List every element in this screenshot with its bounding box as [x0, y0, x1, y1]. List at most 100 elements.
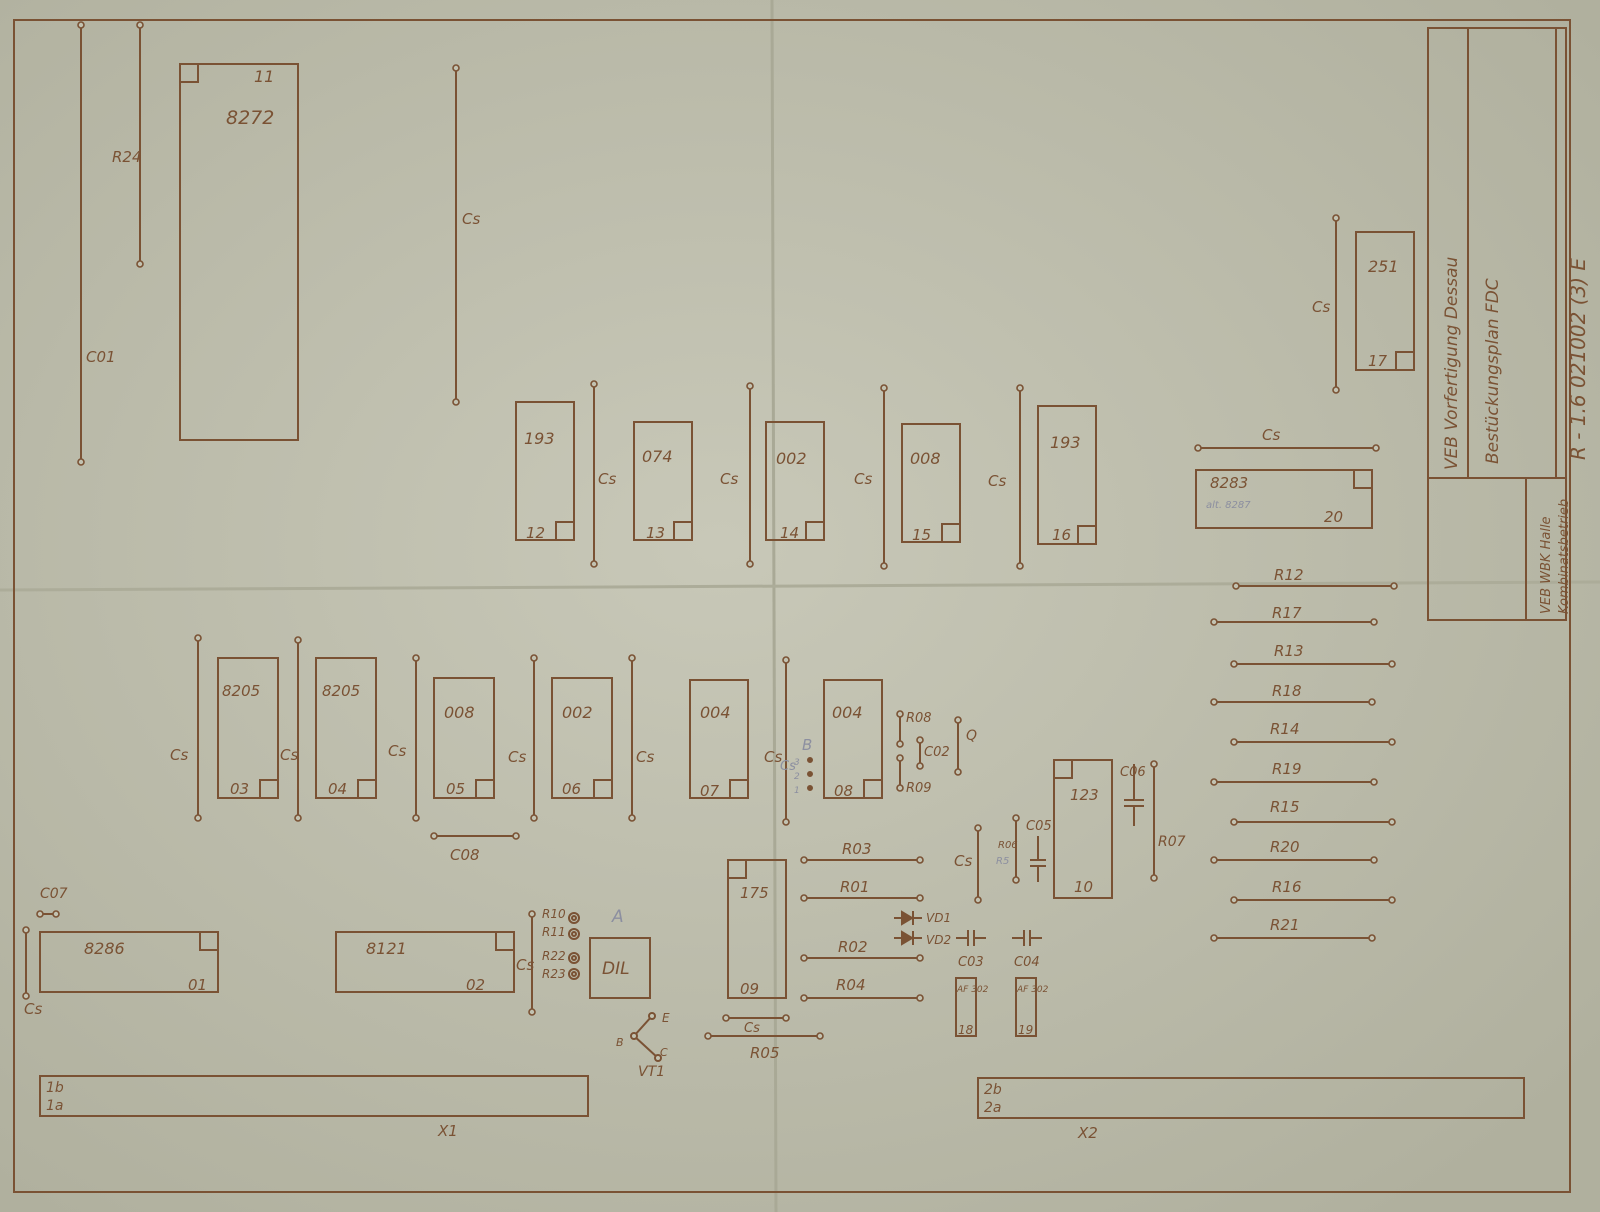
r08-label: R08 — [906, 711, 932, 726]
pin-dot — [807, 757, 813, 763]
pad — [800, 994, 808, 1002]
pad — [590, 560, 598, 568]
pad — [1232, 582, 1240, 590]
ic-06-pin1-marker — [593, 779, 613, 799]
ic-10-body — [1053, 759, 1113, 899]
pad — [628, 814, 636, 822]
pad — [1388, 738, 1396, 746]
pad — [896, 754, 904, 762]
connector-x2-row-b: 2b — [984, 1082, 1002, 1098]
vt1-pin-c — [654, 1054, 662, 1062]
fold-line-horizontal — [0, 580, 1600, 592]
c01-label: C01 — [86, 348, 116, 366]
title-block-frame — [1427, 27, 1567, 621]
a-label: A — [611, 907, 624, 927]
ic-04-pin1-marker — [357, 779, 377, 799]
c06-label: C06 — [1120, 765, 1146, 780]
r07-label: R07 — [1158, 834, 1186, 850]
pad — [1370, 778, 1378, 786]
pad — [1230, 738, 1238, 746]
ic-05-name: 05 — [446, 780, 465, 798]
ic-16-pin1-marker — [1077, 525, 1097, 545]
pin-number-1: 1 — [794, 786, 800, 796]
pad — [136, 21, 144, 29]
cs-06-label: Cs — [988, 472, 1006, 490]
ic-17-name: 17 — [1368, 352, 1388, 370]
ic-12-part: 193 — [524, 429, 555, 448]
c05-label: C05 — [1026, 819, 1052, 834]
pad — [1388, 896, 1396, 904]
ic-11-pin1-marker — [179, 63, 199, 83]
vt1-label: VT1 — [638, 1064, 665, 1080]
ic-14-part: 002 — [776, 449, 807, 468]
pad — [452, 64, 460, 72]
ic-16-body — [1037, 405, 1097, 545]
cs-14-label: Cs — [954, 852, 972, 870]
cs-11-label: Cs — [508, 748, 526, 766]
ic-04-name: 04 — [328, 780, 347, 798]
ic-20-body — [1195, 469, 1373, 529]
vt1-c-label: C — [660, 1046, 668, 1059]
ic-12-name: 12 — [526, 524, 545, 542]
title-org-line-2: Kombinatsbetrieb — [1557, 499, 1572, 614]
pad — [974, 896, 982, 904]
ic-14-pin1-marker — [805, 521, 825, 541]
r21-label: R21 — [1270, 916, 1300, 934]
pad — [1012, 876, 1020, 884]
pad — [530, 654, 538, 662]
ic-11-name: 11 — [254, 67, 274, 86]
ic-18-name: 18 — [958, 1023, 974, 1037]
pad — [1370, 618, 1378, 626]
vt1-pin-e — [648, 1012, 656, 1020]
r09-label: R09 — [906, 781, 932, 796]
ic-10-pin1-marker — [1053, 759, 1073, 779]
r06-label: R06 — [998, 840, 1018, 851]
pad — [1370, 856, 1378, 864]
r22-label: R22 — [542, 949, 566, 963]
vd1-label: VD1 — [926, 911, 951, 925]
vd2-triangle — [901, 930, 914, 946]
ic-12-body — [515, 401, 575, 541]
cs-02-label: Cs — [1312, 298, 1330, 316]
pad — [1150, 760, 1158, 768]
ic-13-pin1-marker — [673, 521, 693, 541]
trimmer-pads — [568, 912, 580, 980]
vt1-pin-b — [630, 1032, 638, 1040]
ic-list — [39, 63, 1415, 1037]
ic-15-pin1-marker — [941, 523, 961, 543]
pad — [916, 894, 924, 902]
pad — [880, 384, 888, 392]
r17-label: R17 — [1272, 604, 1302, 622]
c05-capacitor-icon — [1030, 836, 1046, 882]
pad — [412, 814, 420, 822]
r5-label: R5 — [996, 856, 1009, 867]
r13-label: R13 — [1274, 642, 1304, 660]
pad — [52, 910, 60, 918]
pad — [136, 260, 144, 268]
title-org-main: VEB Vorfertigung Dessau — [1442, 257, 1462, 470]
ic-06-part: 002 — [562, 703, 593, 722]
pad — [1368, 934, 1376, 942]
ic-14-name: 14 — [780, 524, 799, 542]
r20-label: R20 — [1270, 838, 1300, 856]
ic-05-body — [433, 677, 495, 799]
ic-20-part: 8283 — [1210, 474, 1248, 492]
pad — [528, 910, 536, 918]
ic-02-body — [335, 931, 515, 993]
ic-15-name: 15 — [912, 526, 931, 544]
ic-02-pin1-marker — [495, 931, 515, 951]
pad — [1332, 214, 1340, 222]
border-frame — [13, 19, 1571, 1193]
ic-17-body — [1355, 231, 1415, 371]
cs-17-label: Cs — [744, 1021, 760, 1036]
ic-11-part: 8272 — [226, 107, 274, 129]
pad — [800, 856, 808, 864]
pad — [782, 656, 790, 664]
pad — [1372, 444, 1380, 452]
connector-x1-row-b: 1b — [46, 1080, 64, 1096]
ic-13-part: 074 — [642, 447, 673, 466]
pad — [782, 1014, 790, 1022]
c03-capacitor-icon — [956, 930, 986, 946]
